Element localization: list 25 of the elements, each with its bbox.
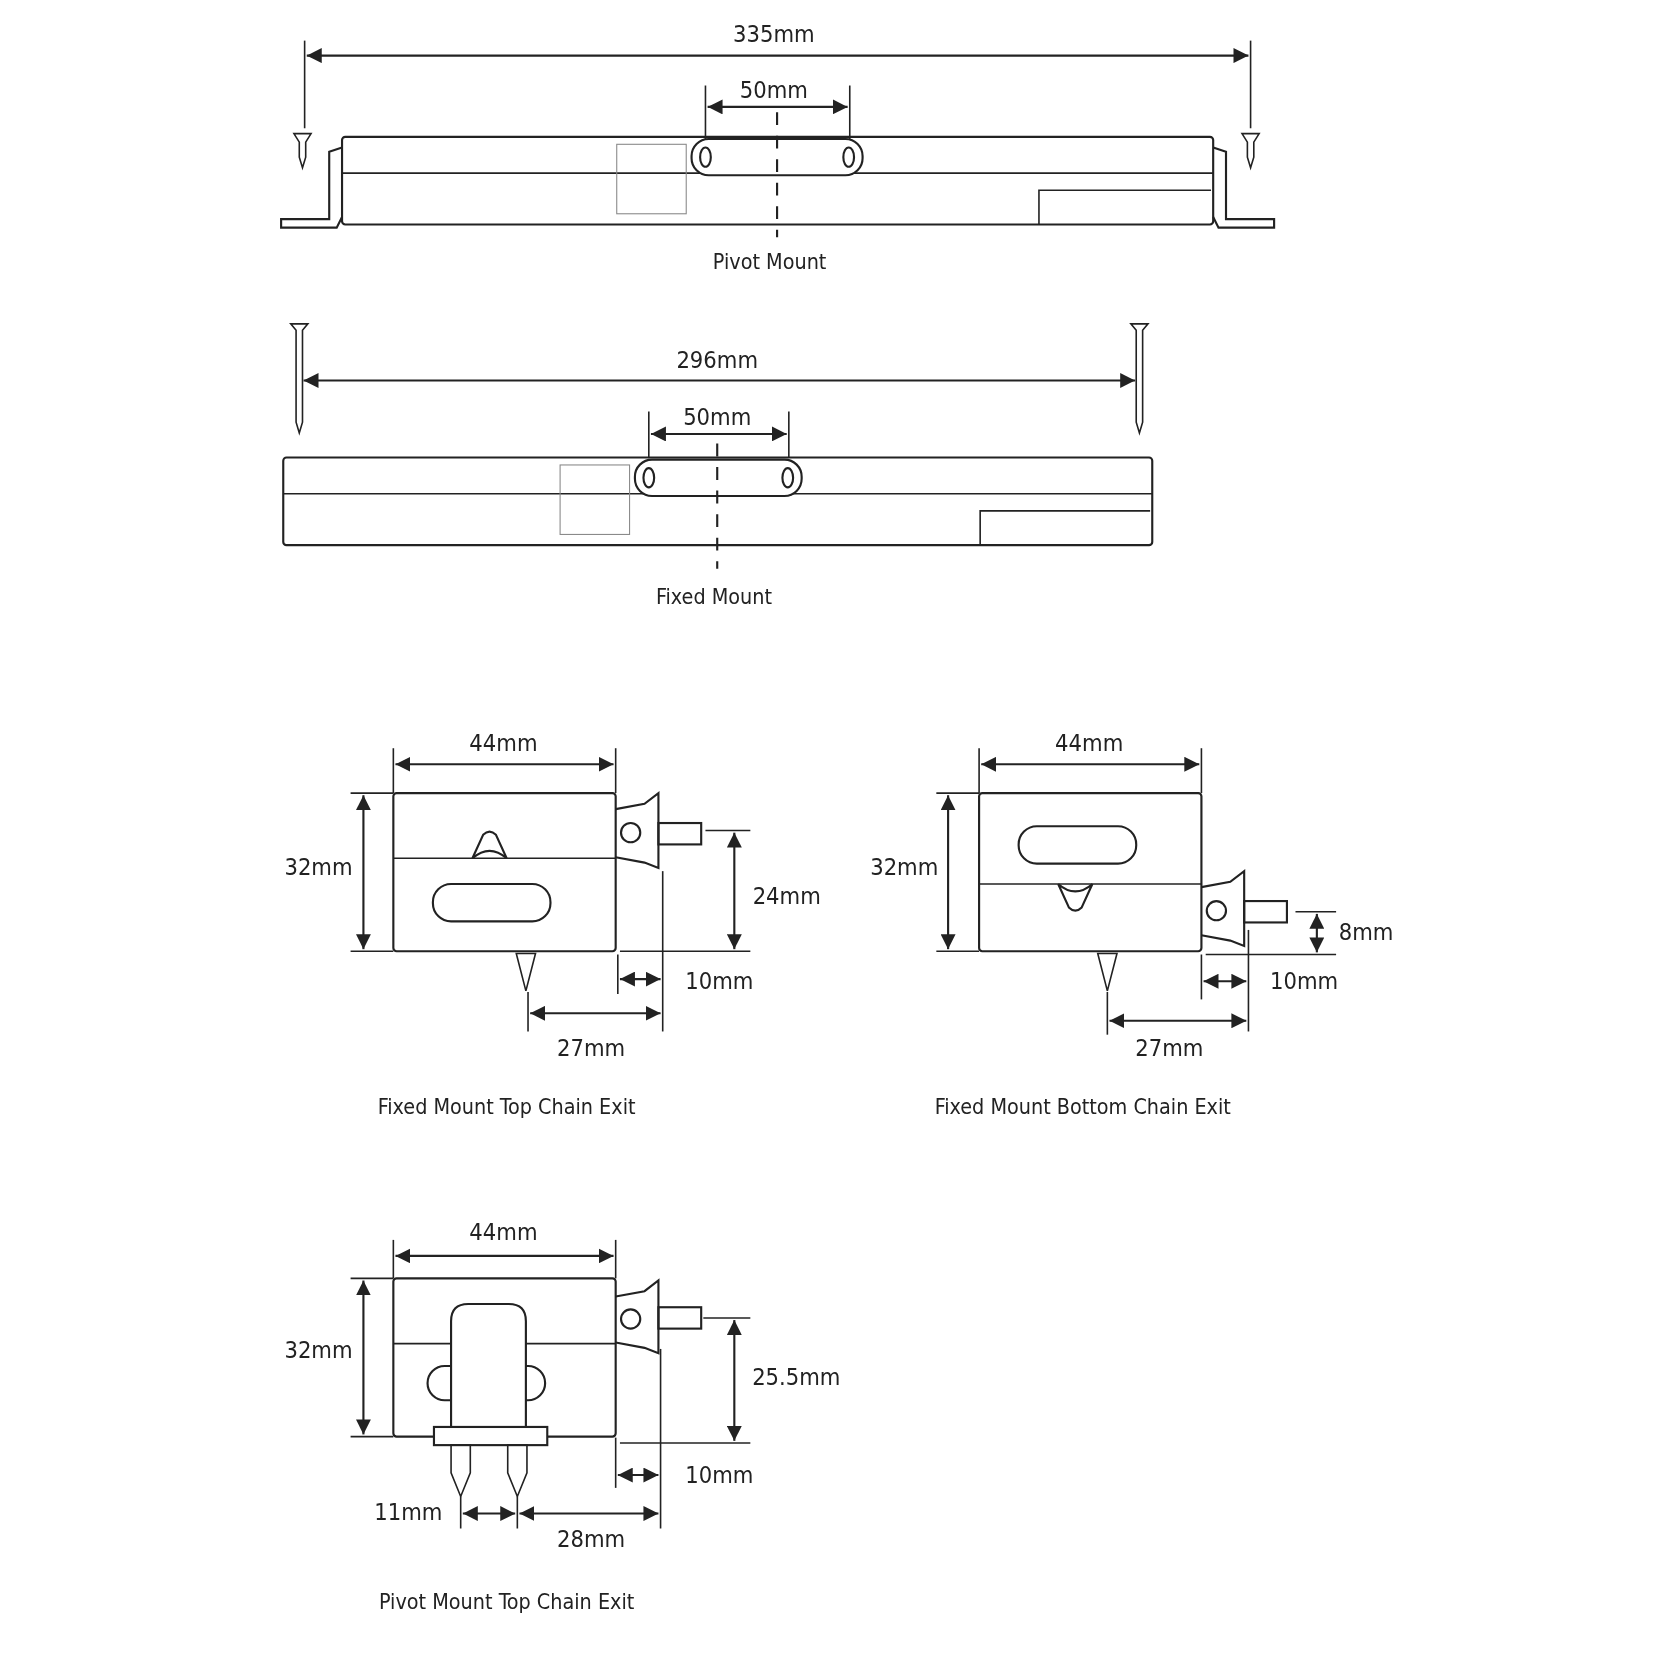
dimension-label: 27mm <box>1135 1034 1204 1061</box>
dimension-label: 32mm <box>284 853 353 881</box>
dimension-label: 10mm <box>1269 967 1339 995</box>
dimension-label: 27mm <box>557 1034 626 1061</box>
dimension-label: 25.5mm <box>752 1363 841 1391</box>
dimension-label: 50mm <box>739 76 808 104</box>
dimension-label: 24mm <box>752 882 821 910</box>
dimension-label: 28mm <box>557 1525 626 1553</box>
dimension-label: 44mm <box>1055 729 1124 757</box>
dimension-label: 32mm <box>870 853 939 881</box>
dimension-label: 10mm <box>685 967 754 995</box>
view-caption: Pivot Mount Top Chain Exit <box>379 1588 635 1614</box>
dimension-label: 8mm <box>1338 918 1394 946</box>
view-caption: Fixed Mount Top Chain Exit <box>377 1093 636 1120</box>
dimension-label: 44mm <box>469 1219 538 1246</box>
dimension-label: 296mm <box>676 346 758 374</box>
dimension-label: 11mm <box>374 1499 443 1526</box>
dimension-label: 50mm <box>683 403 752 431</box>
dimension-label: 335mm <box>733 20 815 48</box>
view-caption: Fixed Mount Bottom Chain Exit <box>934 1093 1231 1120</box>
dimension-label: 32mm <box>284 1336 353 1364</box>
dimension-label: 10mm <box>685 1461 754 1489</box>
view-caption: Pivot Mount <box>712 249 827 275</box>
dimension-label: 44mm <box>469 729 538 757</box>
view-caption: Fixed Mount <box>656 583 772 610</box>
